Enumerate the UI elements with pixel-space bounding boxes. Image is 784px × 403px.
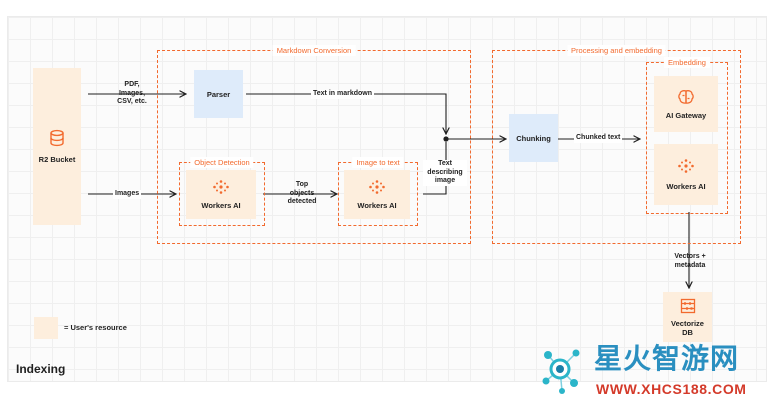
edge-label-vectors-line1: Vectors + (674, 253, 706, 260)
workers-ai-sparkle-icon (678, 159, 694, 173)
edge-label-vectors-line2: metadata (674, 261, 706, 269)
parser-node: Parser (194, 70, 243, 118)
abacus-icon (680, 298, 695, 313)
vectorize-db-label-line2: DB (682, 327, 693, 337)
r2-bucket-label: R2 Bucket (38, 155, 76, 164)
watermark-url: WWW.XHCS188.COM (596, 381, 747, 397)
group-image-to-text: Image to text (338, 157, 418, 226)
vectorize-db-label-line1: Vectorize (671, 318, 704, 328)
edge-label-top-objects-line3: detected (287, 198, 317, 205)
workers-ai-embed-label: Workers AI (666, 182, 706, 191)
chunking-label: Chunking (516, 133, 551, 143)
group-embedding: Embedding (646, 57, 728, 214)
workers-ai-embed-node: Workers AI (654, 144, 718, 205)
database-icon (50, 129, 64, 147)
edge-img2text-to-junction (423, 142, 447, 195)
workers-ai-sparkle-icon (369, 180, 385, 194)
edge-label-top-objects-line1: Top (295, 181, 309, 188)
watermark-logo-icon (542, 349, 580, 394)
group-label-object-detection: Object Detection (190, 157, 254, 168)
edge-label-chunked-text: Chunked text (574, 134, 623, 143)
workers-ai-sparkle-icon (213, 180, 229, 194)
vectorize-db-node: Vectorize DB (663, 292, 712, 342)
group-processing-embedding: Processing and embedding (492, 45, 741, 244)
legend-swatch (34, 317, 58, 339)
edge-label-pdf-line2: Images, (118, 89, 146, 97)
vectorize-db-label: Vectorize DB (671, 319, 704, 337)
edge-label-pdf: PDF, Images, CSV, etc. (110, 81, 154, 107)
brain-icon (678, 89, 694, 104)
ai-gateway-node: AI Gateway (654, 76, 718, 132)
edge-label-top-objects-line2: objects (289, 189, 315, 197)
edge-label-text-in-markdown: Text in markdown (311, 90, 374, 99)
edge-label-text-describing-line1: Text (438, 160, 452, 167)
ai-gateway-label: AI Gateway (665, 110, 707, 120)
workers-ai-detection-label: Workers AI (201, 201, 241, 210)
workers-ai-detection-node: Workers AI (186, 170, 256, 219)
diagram-title: Indexing (16, 362, 66, 376)
group-label-processing-embedding: Processing and embedding (567, 45, 666, 56)
chunking-node: Chunking (509, 114, 558, 162)
edge-label-images: Images (113, 190, 142, 199)
edge-label-pdf-line1: PDF, (124, 81, 140, 88)
edge-label-vectors-metadata: Vectors + metadata (664, 253, 716, 270)
edge-label-text-describing: Text describing image (423, 160, 467, 186)
group-label-markdown-conversion: Markdown Conversion (272, 45, 356, 56)
group-label-embedding: Embedding (664, 57, 710, 68)
group-object-detection: Object Detection (179, 157, 265, 226)
group-label-image-to-text: Image to text (352, 157, 404, 168)
workers-ai-img2text-node: Workers AI (344, 170, 410, 219)
junction-dot (443, 136, 449, 142)
r2-bucket-node: R2 Bucket (33, 68, 81, 225)
edge-label-top-objects: Top objects detected (282, 181, 322, 207)
edge-label-text-describing-line2: describing (427, 168, 463, 176)
workers-ai-img2text-label: Workers AI (357, 201, 397, 210)
parser-label: Parser (206, 89, 231, 99)
legend-text: = User's resource (64, 323, 127, 332)
watermark-brand: 星火智游网 (594, 342, 740, 375)
group-markdown-conversion: Markdown Conversion (157, 45, 471, 244)
edge-label-text-describing-line3: image (434, 177, 456, 184)
edge-label-pdf-line3: CSV, etc. (117, 98, 147, 105)
